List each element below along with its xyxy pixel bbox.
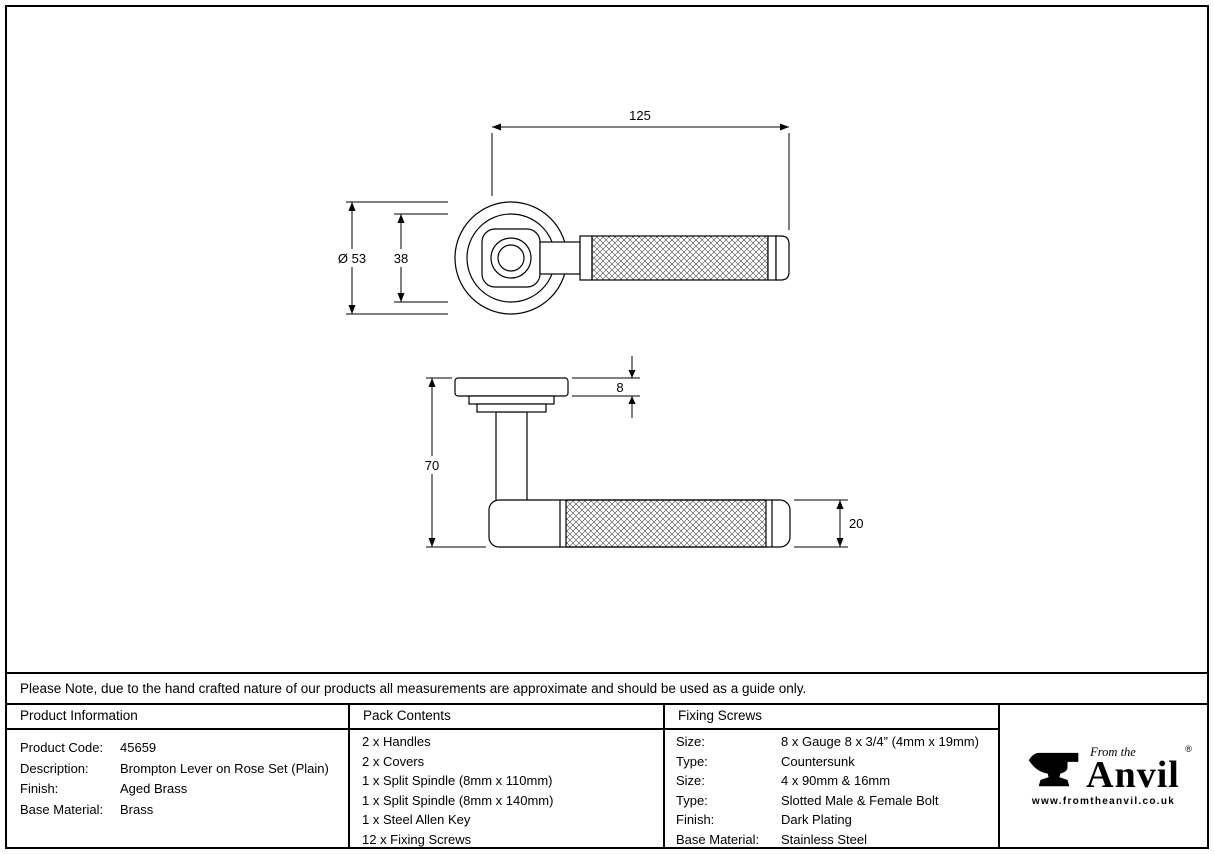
spec-label: Type: <box>676 753 708 769</box>
dimension-labels: 125 Ø 53 38 8 70 20 <box>338 108 864 531</box>
spec-value: 4 x 90mm & 16mm <box>781 773 891 788</box>
logo-url: www.fromtheanvil.co.uk <box>1031 795 1176 807</box>
dim-rose-inner-label: 38 <box>394 251 408 266</box>
dimension-arrows <box>348 123 844 547</box>
spec-value: Stainless Steel <box>781 831 867 847</box>
lever-knurl-grip <box>591 235 769 281</box>
header-pack-contents: Pack Contents <box>350 705 665 730</box>
dim-rose-thickness-label: 8 <box>616 380 623 395</box>
spec-label: Finish: <box>20 781 59 797</box>
pack-item: 1 x Steel Allen Key <box>362 812 471 827</box>
spec-value: Brass <box>120 802 154 818</box>
spec-value: Dark Plating <box>781 812 852 827</box>
pack-item: 12 x Fixing Screws <box>362 831 472 847</box>
fixing-screws-cell: Size: 8 x Gauge 8 x 3/4” (4mm x 19mm) Ty… <box>665 730 1000 847</box>
dim-length-label: 125 <box>629 108 651 123</box>
lever-end-band <box>767 235 777 281</box>
logo-from-the: From the <box>1090 744 1136 759</box>
lever-neck <box>539 241 581 275</box>
dimension-text-backgrounds <box>329 249 447 474</box>
spec-value: Brompton Lever on Rose Set (Plain) <box>120 760 329 776</box>
spec-value: 8 x Gauge 8 x 3/4” (4mm x 19mm) <box>781 734 979 749</box>
lever-side-knurl <box>565 499 767 548</box>
hub-center-circle <box>497 244 525 272</box>
spec-value: 45659 <box>120 740 157 755</box>
spec-value: Slotted Male & Female Bolt <box>781 792 939 808</box>
spec-label: Size: <box>676 734 705 749</box>
dimension-lines <box>346 126 848 548</box>
spec-value: Aged Brass <box>120 781 188 797</box>
front-view <box>454 201 790 315</box>
pack-item: 2 x Handles <box>362 734 431 749</box>
rose-side-disc <box>454 377 569 397</box>
spec-label: Base Material: <box>20 802 104 818</box>
note-bar: Please Note, due to the hand crafted nat… <box>7 672 1207 705</box>
technical-drawing: 125 Ø 53 38 8 70 20 <box>329 108 864 548</box>
dim-lever-diameter-label: 20 <box>849 516 863 531</box>
spec-label: Description: <box>20 760 89 776</box>
brand-logo: From the ® Anvil www.fromtheanvil.co.uk <box>1000 705 1207 847</box>
rose-side-step1 <box>468 395 555 405</box>
dim-rose-diameter-label: Ø 53 <box>338 251 366 266</box>
rose-side-neck <box>495 411 528 503</box>
spec-label: Finish: <box>676 812 715 827</box>
spec-label: Product Code: <box>20 740 104 755</box>
spec-value: Countersunk <box>781 753 855 769</box>
lever-ferrule <box>579 235 593 281</box>
header-fixing-screws: Fixing Screws <box>665 705 1000 730</box>
pack-item: 1 x Split Spindle (8mm x 110mm) <box>362 773 553 788</box>
product-information-cell: Product Code: 45659 Description: Brompto… <box>7 730 350 847</box>
dim-projection-label: 70 <box>425 458 439 473</box>
header-product-information: Product Information <box>7 705 350 730</box>
spec-label: Size: <box>676 773 705 788</box>
registered-mark: ® <box>1185 743 1192 754</box>
anvil-icon <box>1028 752 1079 786</box>
pack-contents-cell: 2 x Handles 2 x Covers 1 x Split Spindle… <box>350 730 665 847</box>
pack-item: 1 x Split Spindle (8mm x 140mm) <box>362 792 554 808</box>
logo-brand-name: Anvil <box>1086 753 1180 796</box>
lever-end-cap <box>775 235 790 281</box>
spec-table: Product Information Pack Contents Fixing… <box>7 705 1207 847</box>
rose-side-step2 <box>476 403 547 413</box>
spec-label: Type: <box>676 792 708 808</box>
note-text: Please Note, due to the hand crafted nat… <box>20 681 807 696</box>
spec-label: Base Material: <box>676 831 760 847</box>
pack-item: 2 x Covers <box>362 753 425 769</box>
side-view <box>454 377 791 548</box>
